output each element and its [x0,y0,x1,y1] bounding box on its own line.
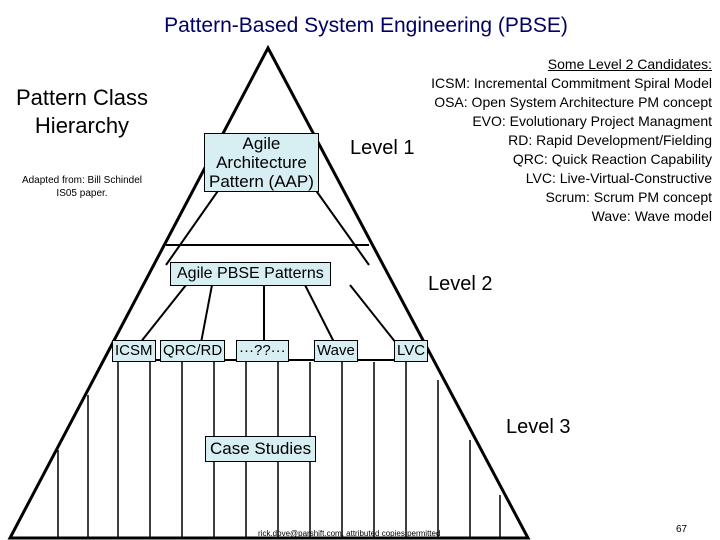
level3-item-lvc: LVC [394,340,429,362]
level3-item-icsm: ICSM [112,340,156,362]
candidate-item: OSA: Open System Architecture PM concept [434,94,712,110]
aap-line-1: Agile [242,134,281,153]
level3-item-wave: Wave [314,340,358,362]
pattern-class-hierarchy-heading: Pattern Class Hierarchy [15,85,149,138]
candidate-item: Wave: Wave model [591,208,712,224]
pyramid-outline [7,44,531,540]
level1-label: Level 1 [350,137,415,159]
connector-l2-d [304,284,338,349]
page-number: 67 [676,524,688,535]
connector-l2-b [199,284,213,349]
candidate-item: Scrum: Scrum PM concept [545,189,713,205]
case-studies-box: Case Studies [205,436,317,462]
level2-label: Level 2 [428,273,493,295]
aap-line-3: Pattern (AAP) [209,172,314,191]
candidate-item: RD: Rapid Development/Fielding [508,132,712,148]
candidate-item: EVO: Evolutionary Project Managment [472,113,712,129]
agile-pbse-patterns-box: Agile PBSE Patterns [170,262,331,286]
aap-line-2: Architecture [216,153,307,172]
level2-candidates-list: Some Level 2 Candidates: ICSM: Increment… [431,55,712,226]
candidate-item: ICSM: Incremental Commitment Spiral Mode… [431,75,712,91]
page-title: Pattern-Based System Engineering (PBSE) [164,14,568,37]
agile-architecture-pattern-box: Agile Architecture Pattern (AAP) [204,133,319,192]
level3-label: Level 3 [506,416,571,438]
connector-l2-a [135,284,187,349]
candidate-item: QRC: Quick Reaction Capability [512,151,712,167]
adapted-from-note: Adapted from: Bill Schindel IS05 paper. [21,175,143,199]
footer-copyright: rick.dove@parshift.com, attributed copie… [258,529,441,538]
connector-l2-e [349,284,401,349]
candidates-heading: Some Level 2 Candidates: [547,56,712,72]
level3-item-qrc-rd: QRC/RD [160,340,226,362]
level3-item-placeholder: ···??··· [236,340,289,362]
candidate-item: LVC: Live-Virtual-Constructive [525,170,712,186]
level3-columns [57,362,501,538]
